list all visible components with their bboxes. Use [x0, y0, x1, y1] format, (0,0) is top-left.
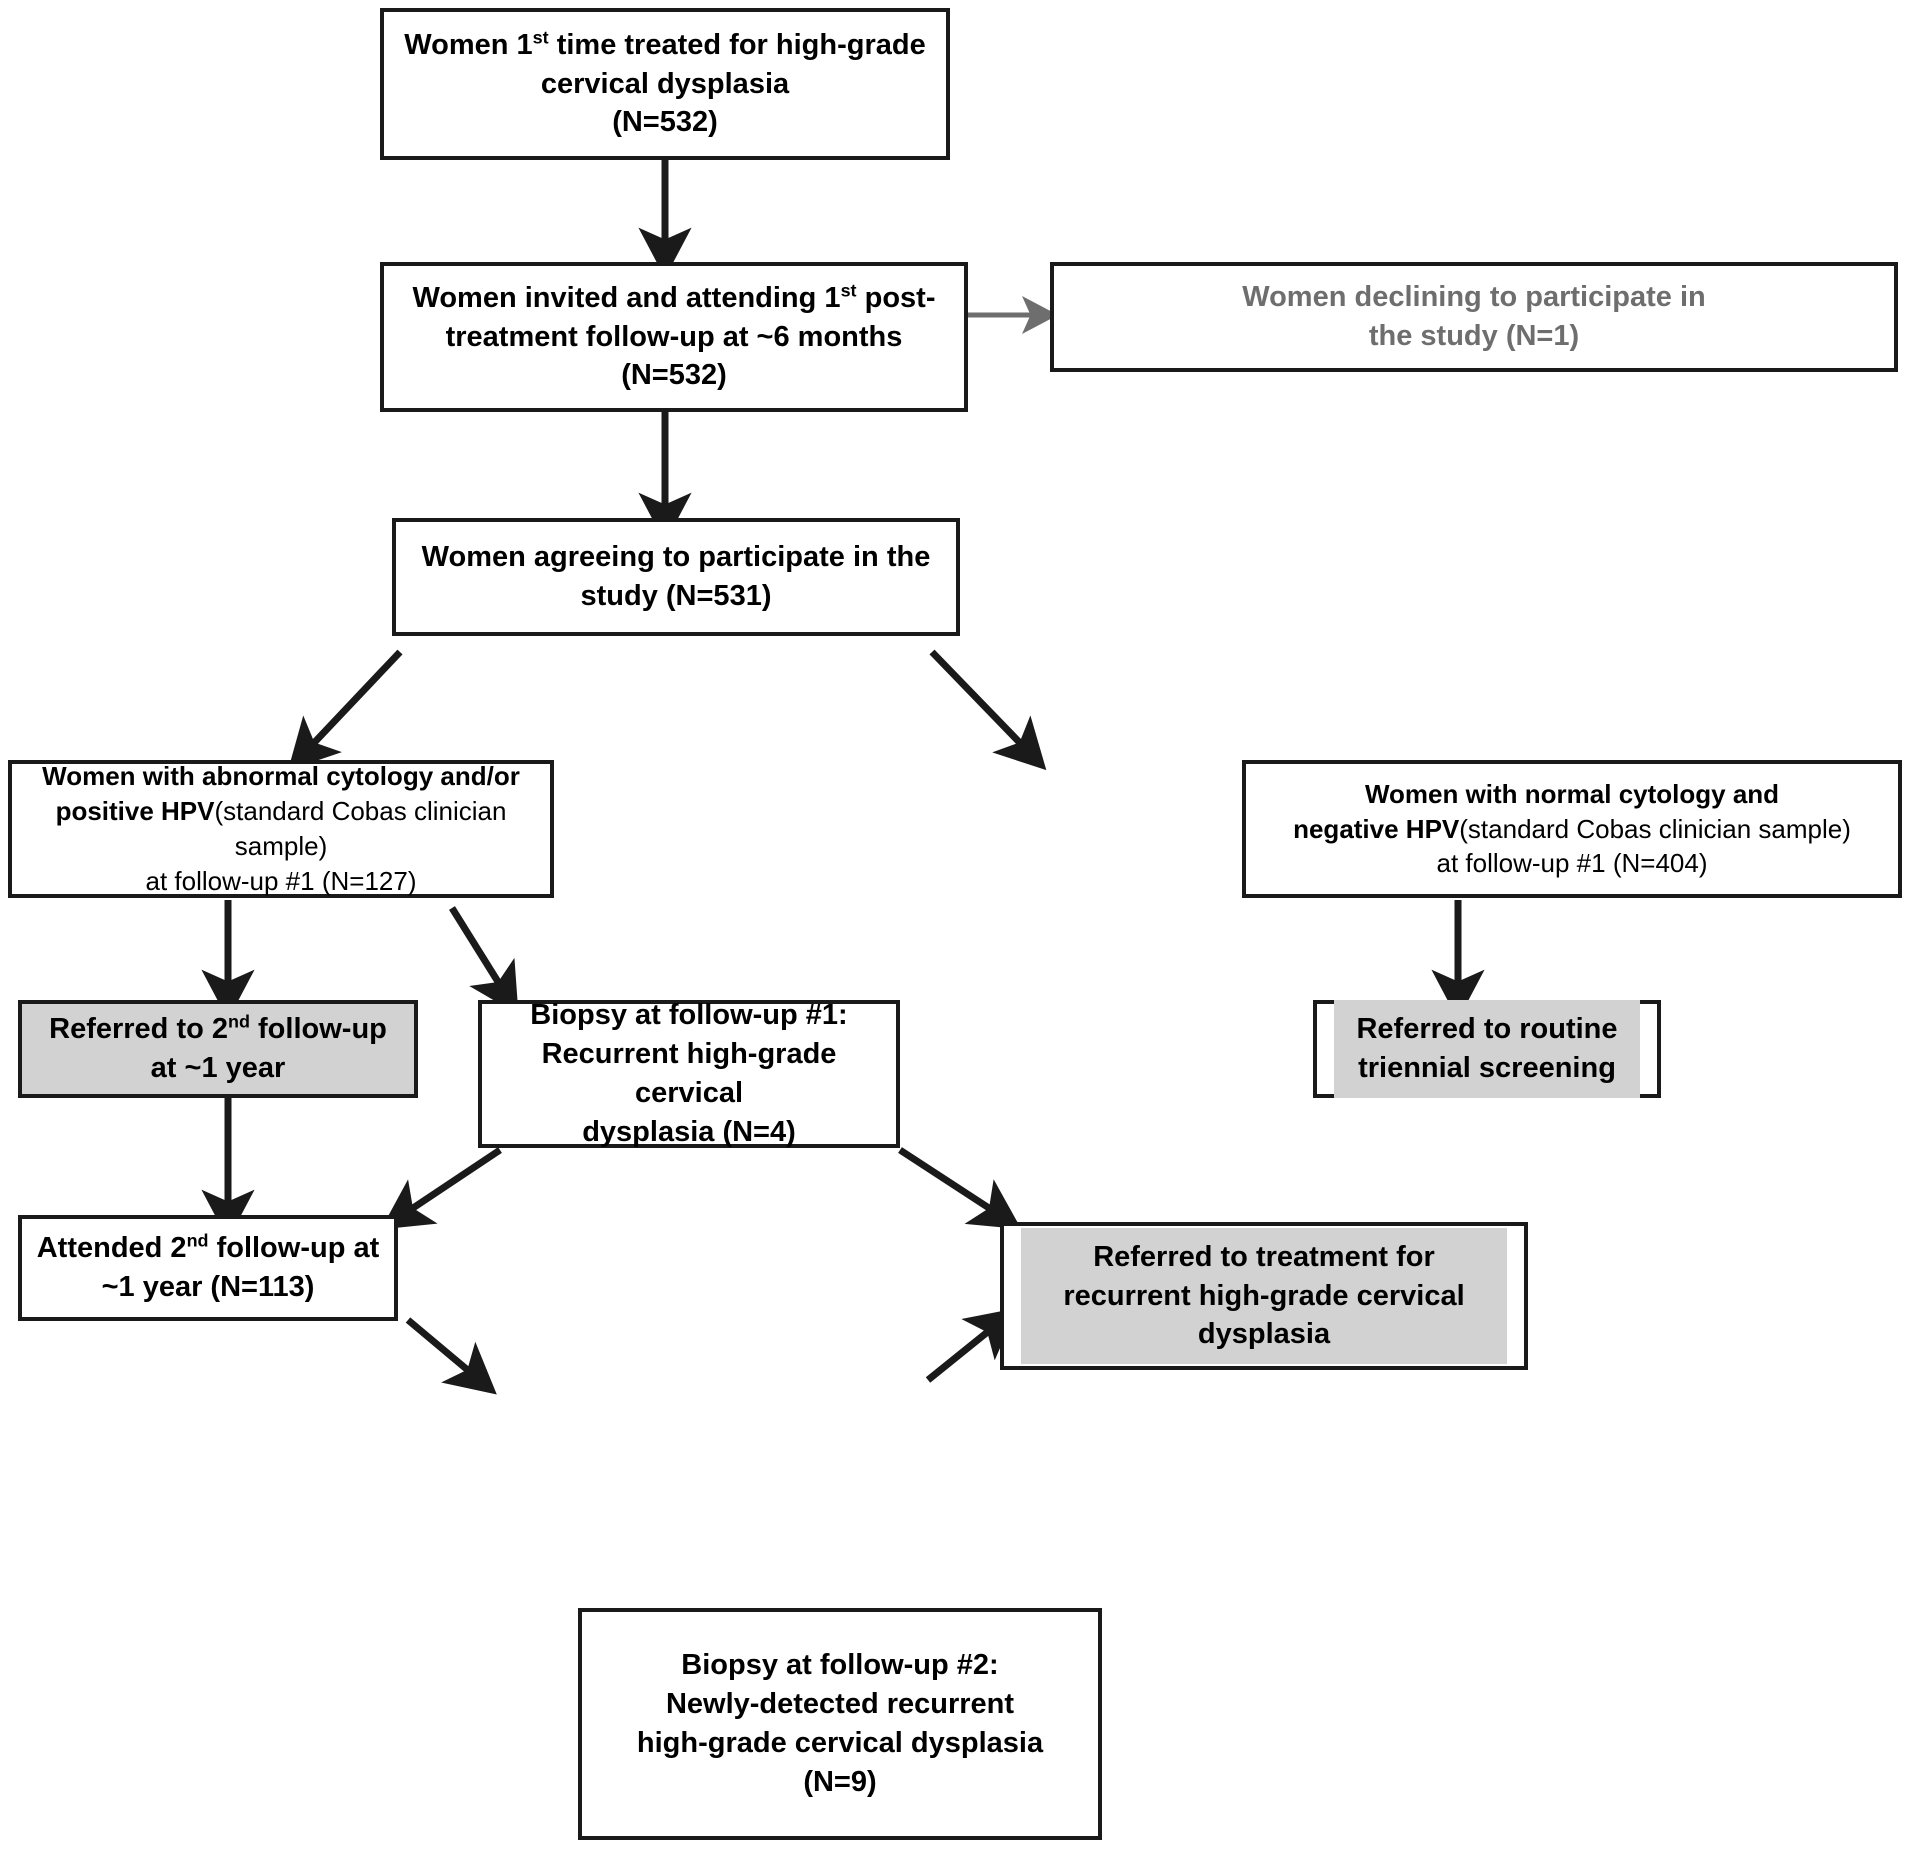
treatment-line3: dysplasia — [1197, 1318, 1331, 1351]
routine-line1: Referred to routine — [1356, 1013, 1618, 1046]
biopsy2-line1: Biopsy at follow-up #2: — [681, 1649, 999, 1682]
treated-line1-pre: Women 1 — [404, 28, 533, 61]
referred-second-line1-pre: Referred to 2 — [49, 1013, 229, 1046]
arrow-biopsy2-to-treatment — [925, 1308, 1018, 1383]
biopsy1-line3: dysplasia (N=4) — [582, 1115, 796, 1148]
invited-line3: (N=532) — [621, 359, 727, 392]
attended-second-line1-post: follow-up at — [208, 1232, 380, 1265]
invited-line2: treatment follow-up at ~6 months — [445, 320, 903, 353]
treatment-line2: recurrent high-grade cervical — [1063, 1279, 1465, 1312]
node-routine-screening[interactable]: Referred to routine triennial screening — [1313, 1000, 1661, 1098]
node-referred-second-followup[interactable]: Referred to 2nd follow-up at ~1 year — [18, 1000, 418, 1098]
node-abnormal-cytology[interactable]: Women with abnormal cytology and/or posi… — [8, 760, 554, 898]
node-referred-treatment[interactable]: Referred to treatment for recurrent high… — [1000, 1222, 1528, 1370]
node-attended-second-followup[interactable]: Attended 2nd follow-up at ~1 year (N=113… — [18, 1215, 398, 1321]
node-biopsy-followup2[interactable]: Biopsy at follow-up #2: Newly-detected r… — [578, 1608, 1102, 1840]
normal-line2-regular: (standard Cobas clinician sample) — [1459, 813, 1851, 844]
abnormal-line2-bold: positive HPV — [55, 796, 215, 827]
node-declining[interactable]: Women declining to participate in the st… — [1050, 262, 1898, 372]
declining-line1: Women declining to participate in — [1242, 281, 1706, 314]
node-biopsy-followup1[interactable]: Biopsy at follow-up #1: Recurrent high-g… — [478, 999, 900, 1148]
arrow-biopsy1-to-treatment — [898, 1147, 1022, 1230]
biopsy2-line4: (N=9) — [803, 1765, 877, 1798]
attended-second-line1-sup: nd — [186, 1230, 209, 1251]
routine-line2: triennial screening — [1358, 1052, 1616, 1084]
node-invited[interactable]: Women invited and attending 1st post- tr… — [380, 262, 968, 412]
abnormal-line3: at follow-up #1 (N=127) — [145, 865, 417, 896]
invited-line1-sup: st — [840, 280, 857, 301]
treated-line1-sup: st — [532, 27, 549, 48]
biopsy2-line3: high-grade cervical dysplasia — [636, 1727, 1044, 1759]
arrow-agreeing-to-normal — [929, 649, 1047, 771]
invited-line1-post: post- — [856, 281, 936, 314]
node-normal-cytology[interactable]: Women with normal cytology and negative … — [1242, 760, 1902, 898]
attended-second-line2: ~1 year (N=113) — [101, 1271, 315, 1303]
declining-line2: the study (N=1) — [1368, 320, 1580, 352]
arrow-attended-to-biopsy2 — [405, 1317, 497, 1395]
arrow-agreeing-to-abnormal — [287, 649, 403, 771]
invited-line1-pre: Women invited and attending 1 — [412, 281, 841, 314]
treatment-line1: Referred to treatment for — [1093, 1240, 1435, 1273]
treated-line3: (N=532) — [612, 106, 718, 139]
treated-line1-post: time treated for high-grade — [548, 28, 926, 61]
referred-second-line2: at ~1 year — [150, 1052, 286, 1084]
referred-second-line1-sup: nd — [228, 1011, 250, 1032]
normal-line1: Women with normal cytology and — [1364, 778, 1780, 809]
normal-line2-bold: negative HPV — [1293, 813, 1460, 844]
node-agreeing[interactable]: Women agreeing to participate in the stu… — [392, 518, 960, 636]
node-treated[interactable]: Women 1st time treated for high-grade ce… — [380, 8, 950, 160]
referred-second-line1-post: follow-up — [249, 1013, 387, 1046]
arrow-biopsy1-to-lower-left — [380, 1147, 502, 1230]
arrow-abnormal-to-biopsy1 — [449, 906, 519, 1015]
abnormal-line2-regular: (standard Cobas clinician sample) — [214, 796, 507, 861]
abnormal-line1: Women with abnormal cytology and/or — [42, 761, 520, 792]
biopsy1-line2: Recurrent high-grade cervical — [541, 1038, 837, 1109]
attended-second-line1-pre: Attended 2 — [36, 1232, 187, 1265]
biopsy2-line2: Newly-detected recurrent — [665, 1688, 1015, 1721]
biopsy1-line1: Biopsy at follow-up #1: — [530, 999, 848, 1032]
agreeing-line2: study (N=531) — [580, 580, 772, 612]
treated-line2: cervical dysplasia — [540, 67, 790, 100]
agreeing-line1: Women agreeing to participate in the — [421, 541, 931, 574]
normal-line3: at follow-up #1 (N=404) — [1436, 848, 1708, 879]
